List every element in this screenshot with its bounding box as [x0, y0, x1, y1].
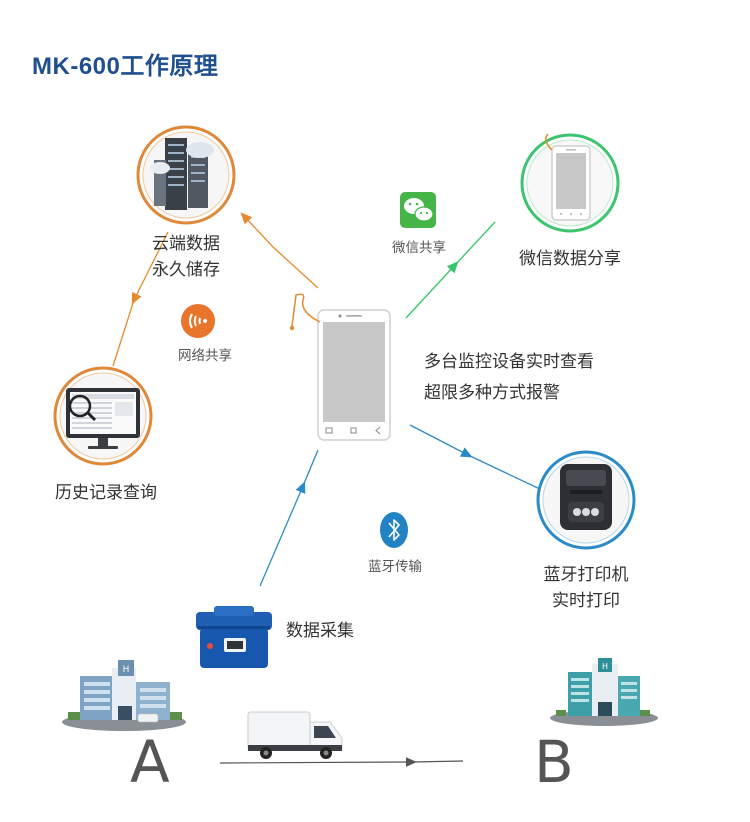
printer-label-line2: 实时打印: [552, 591, 620, 611]
cloud-storage-label: 云端数据 永久储存: [146, 231, 226, 283]
cloud-server-node: [136, 125, 236, 225]
hospital-a-illustration: H: [62, 660, 186, 731]
history-query-node: [53, 366, 153, 466]
arrow-collect-to-phone: [259, 449, 319, 587]
arrow-a-to-b: [219, 757, 464, 767]
arrow-phone-to-wechat: [405, 221, 496, 319]
printer-label-line1: 蓝牙打印机: [543, 565, 629, 585]
feature-line-2: 超限多种方式报警: [424, 383, 560, 403]
page-title: MK-600工作原理: [32, 53, 219, 80]
wechat-share-node: [520, 133, 620, 233]
svg-text:H: H: [602, 662, 608, 671]
cloud-label-line2: 永久储存: [152, 260, 220, 280]
monitor-icon: [66, 388, 140, 449]
location-a-label: A: [130, 728, 170, 796]
network-share-caption: 网络共享: [178, 348, 232, 364]
location-b-label: B: [534, 728, 574, 796]
wechat-icon: [400, 192, 436, 228]
history-query-label: 历史记录查询: [55, 483, 157, 503]
server-rack-icon: [150, 138, 214, 210]
data-collect-label: 数据采集: [286, 621, 354, 641]
arrow-phone-to-printer: [409, 424, 543, 491]
network-icon: [181, 304, 215, 338]
feature-line-1: 多台监控设备实时查看: [424, 352, 594, 372]
printer-icon: [560, 464, 612, 530]
arrow-cloud-to-history: [112, 231, 169, 367]
central-smartphone: [289, 293, 391, 441]
svg-text:H: H: [123, 665, 130, 675]
bluetooth-icon: [380, 512, 408, 548]
arrow-phone-to-cloud: [240, 212, 319, 289]
bluetooth-printer-node: [536, 450, 636, 550]
cooler-box: [196, 606, 272, 668]
cloud-label-line1: 云端数据: [152, 234, 220, 254]
printer-label: 蓝牙打印机 实时打印: [530, 562, 642, 614]
bluetooth-caption: 蓝牙传输: [368, 559, 422, 575]
delivery-truck: [247, 711, 343, 759]
wechat-share-caption: 微信共享: [392, 240, 446, 256]
wechat-data-share-label: 微信数据分享: [519, 249, 621, 269]
hospital-b-illustration: H: [550, 658, 658, 726]
feature-list: 多台监控设备实时查看 超限多种方式报警: [424, 349, 624, 406]
